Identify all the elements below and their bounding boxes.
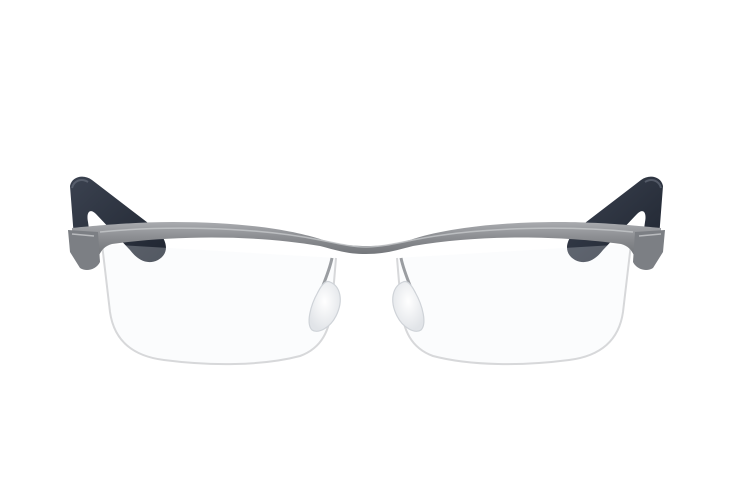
right-nose-pad: [392, 280, 425, 332]
right-hinge: [633, 230, 665, 270]
left-lens: [101, 243, 337, 366]
left-temple: [70, 176, 166, 263]
frame-top: [71, 222, 662, 258]
right-lens: [396, 243, 632, 366]
right-temple: [567, 176, 663, 263]
left-hinge: [68, 230, 100, 270]
left-nose-pad: [308, 280, 341, 332]
